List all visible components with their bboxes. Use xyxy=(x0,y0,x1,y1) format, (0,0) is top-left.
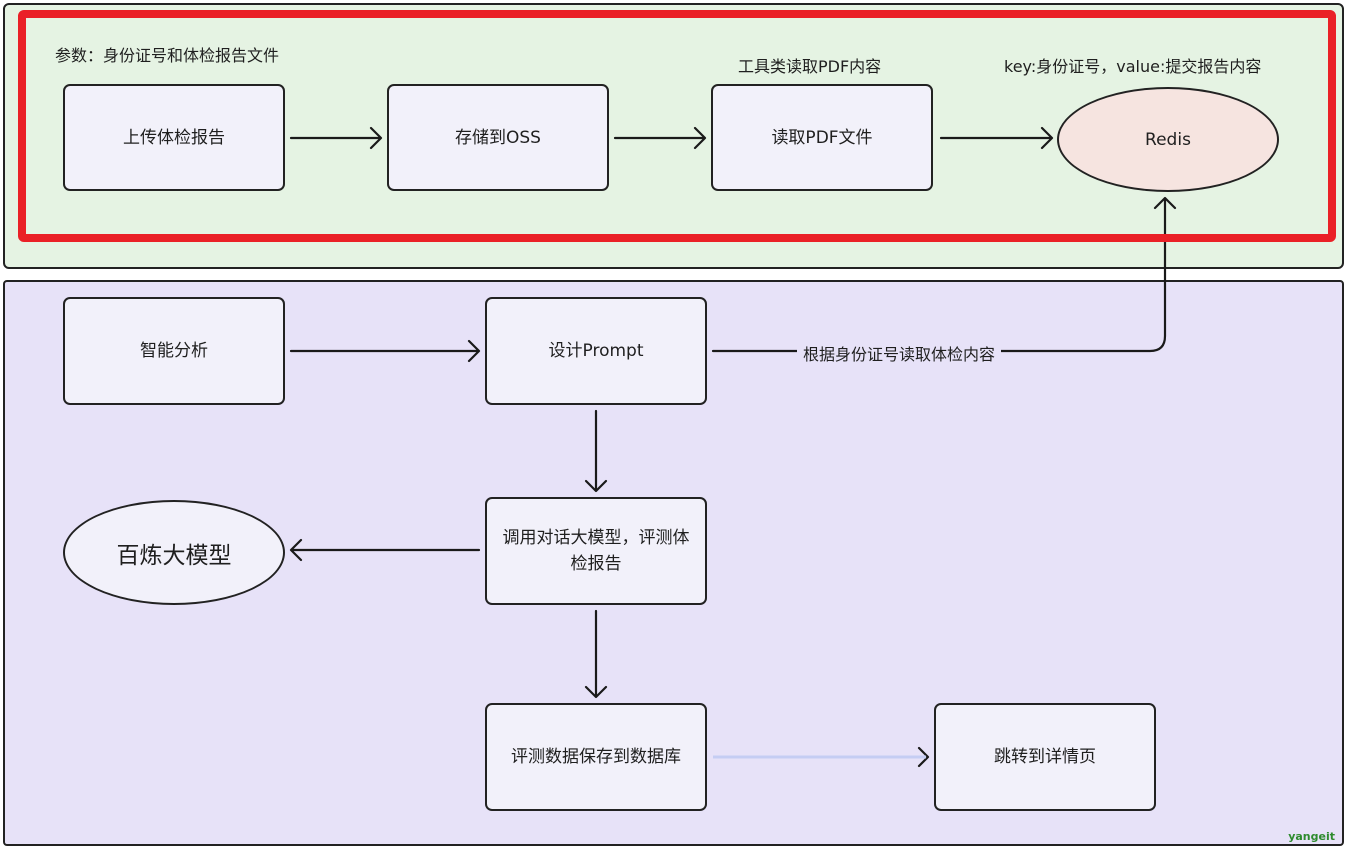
highlight-frame xyxy=(18,10,1336,242)
store-oss-node[interactable]: 存储到OSS xyxy=(387,84,609,191)
arrow-db-to-jump-head xyxy=(917,746,930,768)
bailian-model-node[interactable]: 百炼大模型 xyxy=(63,500,285,605)
arrow-model-to-db xyxy=(584,609,608,699)
param-label: 参数：身份证号和体检报告文件 xyxy=(55,46,280,65)
arrow-model-to-bailian xyxy=(289,538,481,562)
read-pdf-node[interactable]: 读取PDF文件 xyxy=(711,84,933,191)
edge-label-read-by-id: 根据身份证号读取体检内容 xyxy=(797,341,1002,365)
smart-analysis-node[interactable]: 智能分析 xyxy=(63,297,285,405)
save-db-node[interactable]: 评测数据保存到数据库 xyxy=(485,703,707,811)
arrow-pdf-to-redis xyxy=(939,126,1054,150)
arrow-oss-to-pdf xyxy=(613,126,707,150)
upload-report-node[interactable]: 上传体检报告 xyxy=(63,84,285,191)
design-prompt-node[interactable]: 设计Prompt xyxy=(485,297,707,405)
arrow-upload-to-oss xyxy=(289,126,383,150)
tool-label: 工具类读取PDF内容 xyxy=(738,57,882,76)
arrow-prompt-to-redis xyxy=(711,196,1177,353)
arrow-analysis-to-prompt xyxy=(289,339,481,363)
call-model-node[interactable]: 调用对话大模型，评测体检报告 xyxy=(485,497,707,605)
arrow-prompt-to-model xyxy=(584,409,608,493)
jump-detail-node[interactable]: 跳转到详情页 xyxy=(934,703,1156,811)
watermark-logo: yangeit xyxy=(1288,830,1335,843)
redis-node[interactable]: Redis xyxy=(1057,87,1279,192)
kv-label: key:身份证号，value:提交报告内容 xyxy=(1004,57,1262,76)
